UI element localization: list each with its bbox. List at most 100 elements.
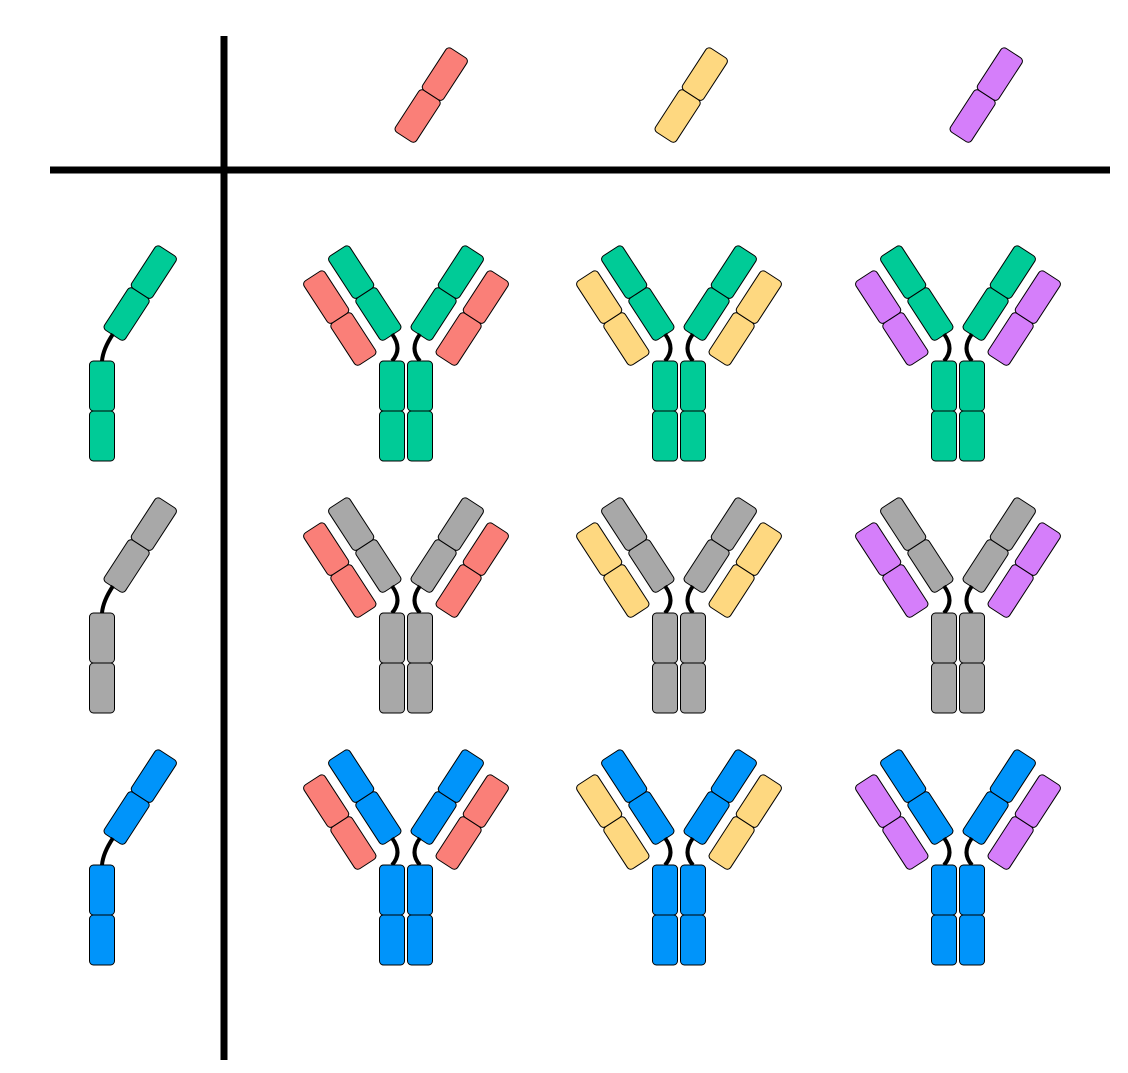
heavy-chain-2-fc-lower <box>89 662 115 714</box>
right-heavy-fab-upper <box>437 245 484 299</box>
heavy-chain-1-fab-upper <box>130 245 177 299</box>
right-light-chain-upper <box>1014 774 1061 828</box>
hinge-line <box>100 584 115 614</box>
left-heavy-fab-upper <box>328 749 375 803</box>
right-heavy-fab <box>962 245 1036 341</box>
right-light-chain-variable-domain <box>735 522 782 576</box>
right-fc-lower <box>407 662 433 714</box>
row-header-3-heavy-chain <box>89 749 177 966</box>
heavy-chain-2-fc-upper <box>89 612 115 664</box>
light-chain-2 <box>654 47 728 143</box>
left-hinge-line <box>942 584 952 615</box>
right-light-chain-upper <box>462 522 509 576</box>
left-light-chain-upper <box>303 522 350 576</box>
heavy-chain-1-fc-lower <box>89 410 115 462</box>
light-chain-1 <box>394 47 468 143</box>
left-light-chain-variable-domain <box>576 522 623 576</box>
heavy-chain-2-fab <box>103 497 177 593</box>
heavy-chain-3-fab-upper <box>130 749 177 803</box>
left-light-chain-upper <box>303 270 350 324</box>
right-hinge-line <box>685 584 695 615</box>
left-heavy-fab-variable-domain <box>601 497 648 551</box>
left-hinge-line <box>390 332 400 363</box>
left-light-chain <box>576 522 650 618</box>
column-header-2-light-chain <box>654 47 728 143</box>
light-chain-1-variable-domain <box>421 47 468 101</box>
left-light-chain-upper <box>303 774 350 828</box>
left-heavy-fab-upper <box>880 245 927 299</box>
left-light-chain-variable-domain <box>303 522 350 576</box>
left-heavy-fab-variable-domain <box>328 497 375 551</box>
left-fc-lower <box>931 662 957 714</box>
right-hinge-line <box>412 584 422 615</box>
right-light-chain-variable-domain <box>1014 774 1061 828</box>
light-chain-1-upper <box>421 47 468 101</box>
left-fc-lower <box>379 914 405 966</box>
right-heavy-fab <box>683 245 757 341</box>
left-heavy-fab-upper <box>601 749 648 803</box>
left-fc-lower <box>652 914 678 966</box>
right-light-chain-variable-domain <box>462 774 509 828</box>
right-heavy-fab-variable-domain <box>710 245 757 299</box>
right-heavy-fab-upper <box>437 497 484 551</box>
left-fc-upper <box>652 612 678 664</box>
right-light-chain-upper <box>462 774 509 828</box>
left-light-chain-variable-domain <box>576 270 623 324</box>
right-heavy-fab-variable-domain <box>710 497 757 551</box>
right-light-chain <box>435 774 509 870</box>
left-heavy-fab <box>880 497 954 593</box>
right-heavy-fab <box>683 749 757 845</box>
right-hinge-line <box>685 332 695 363</box>
left-heavy-fab-upper <box>880 497 927 551</box>
right-heavy-fab-upper <box>989 245 1036 299</box>
left-light-chain <box>576 774 650 870</box>
left-hinge-line <box>390 584 400 615</box>
left-light-chain <box>855 270 929 366</box>
right-light-chain <box>708 774 782 870</box>
right-light-chain-variable-domain <box>1014 522 1061 576</box>
left-light-chain <box>303 774 377 870</box>
right-fc-upper <box>959 864 985 916</box>
antibody-row-2-col-2 <box>576 497 782 714</box>
right-light-chain <box>708 270 782 366</box>
right-heavy-fab-upper <box>710 245 757 299</box>
left-heavy-fab-variable-domain <box>328 245 375 299</box>
light-chain-2-upper <box>681 47 728 101</box>
right-fc-upper <box>959 612 985 664</box>
left-light-chain-variable-domain <box>303 774 350 828</box>
antibody-row-3-col-3 <box>855 749 1061 966</box>
left-light-chain <box>855 522 929 618</box>
left-fc-upper <box>652 360 678 412</box>
heavy-chain-2-fab-variable-domain <box>130 497 177 551</box>
right-heavy-fab-variable-domain <box>710 749 757 803</box>
right-fc-lower <box>959 914 985 966</box>
right-heavy-fab-variable-domain <box>437 245 484 299</box>
right-heavy-fab <box>683 497 757 593</box>
antibody-row-2-col-1 <box>303 497 509 714</box>
heavy-chain-1-fab <box>103 245 177 341</box>
left-fc-lower <box>379 410 405 462</box>
light-chain-3-variable-domain <box>976 47 1023 101</box>
left-fc-upper <box>379 864 405 916</box>
right-light-chain-upper <box>462 270 509 324</box>
antibody-row-3-col-1 <box>303 749 509 966</box>
left-light-chain-upper <box>855 774 902 828</box>
left-light-chain-upper <box>855 522 902 576</box>
left-fc-upper <box>379 612 405 664</box>
column-header-1-light-chain <box>394 47 468 143</box>
left-light-chain-variable-domain <box>303 270 350 324</box>
left-light-chain-variable-domain <box>576 774 623 828</box>
heavy-chain-2-fab-upper <box>130 497 177 551</box>
right-fc-upper <box>407 360 433 412</box>
right-light-chain-variable-domain <box>735 774 782 828</box>
left-fc-lower <box>931 410 957 462</box>
left-fc-lower <box>652 662 678 714</box>
left-heavy-fab <box>328 245 402 341</box>
antibody-row-1-col-2 <box>576 245 782 462</box>
left-light-chain-variable-domain <box>855 774 902 828</box>
heavy-chain-3-fab-variable-domain <box>130 749 177 803</box>
antibody-row-1-col-1 <box>303 245 509 462</box>
column-headers <box>394 47 1023 143</box>
left-fc-upper <box>931 612 957 664</box>
